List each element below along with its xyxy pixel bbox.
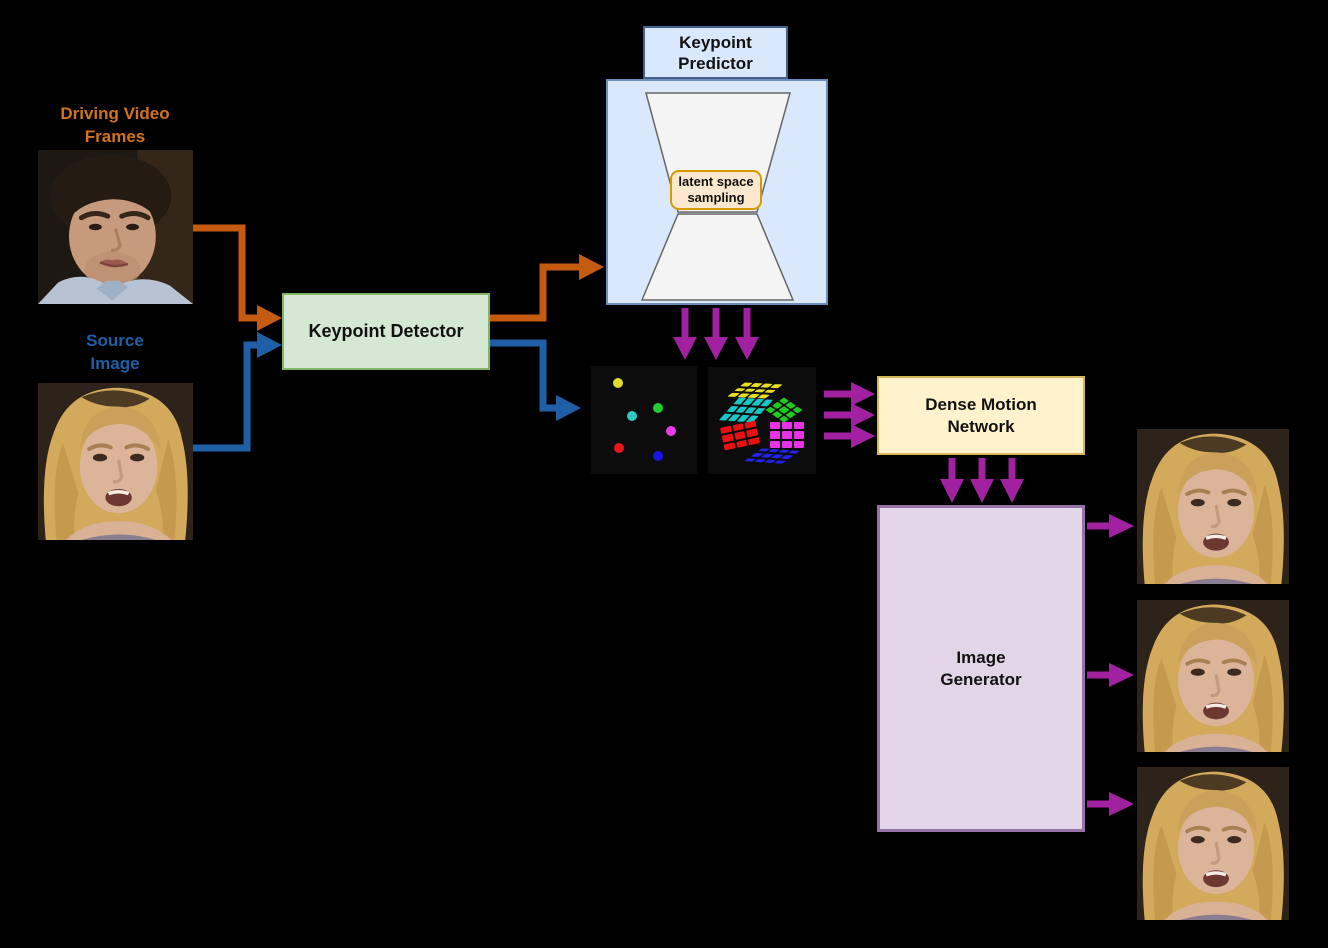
arrow-driving-to-detector [193,224,282,331]
arrows-generator-to-outputs [1087,514,1134,816]
keypoint-detector-label: Keypoint Detector [308,321,464,341]
arrows-grids-to-dense-motion [824,382,875,448]
keypoint-dot-cyan [627,411,637,421]
arrows-dense-motion-to-generator [940,458,1024,503]
transform-grids-panel [708,367,816,474]
source-image-label: Source Image [86,331,144,373]
arrow-detector-to-keypoints [490,339,581,421]
driving-video-label: Driving Video Frames [60,104,170,146]
grid-magenta [770,422,804,448]
grid-yellow [727,382,783,399]
grid-blue [744,448,800,464]
latent-space-sampling-label: latent space sampling [678,174,754,205]
keypoint-predictor-label: Keypoint Predictor [678,32,753,73]
source-image [38,383,193,540]
keypoints-panel [591,366,697,474]
keypoint-dot-green [653,403,663,413]
dense-motion-network-label: Dense Motion Network [925,394,1037,436]
image-generator-node: Image Generator [877,505,1085,832]
output-frame-3 [1137,767,1289,920]
driving-frame-image [38,150,193,304]
latent-space-sampling-node: latent space sampling [670,170,762,210]
arrow-detector-to-predictor [490,254,604,322]
dense-motion-network-node: Dense Motion Network [877,376,1085,455]
keypoint-predictor-title: Keypoint Predictor [643,26,788,79]
keypoint-dot-red [614,443,624,453]
keypoint-dot-blue [653,451,663,461]
keypoint-detector-node: Keypoint Detector [282,293,490,370]
keypoint-dot-magenta [666,426,676,436]
arrows-predictor-to-keypoints [673,308,759,360]
output-frame-2 [1137,600,1289,752]
image-generator-label: Image Generator [940,647,1022,689]
keypoint-dot-yellow [613,378,623,388]
output-frame-1 [1137,429,1289,584]
grid-red [720,420,760,451]
